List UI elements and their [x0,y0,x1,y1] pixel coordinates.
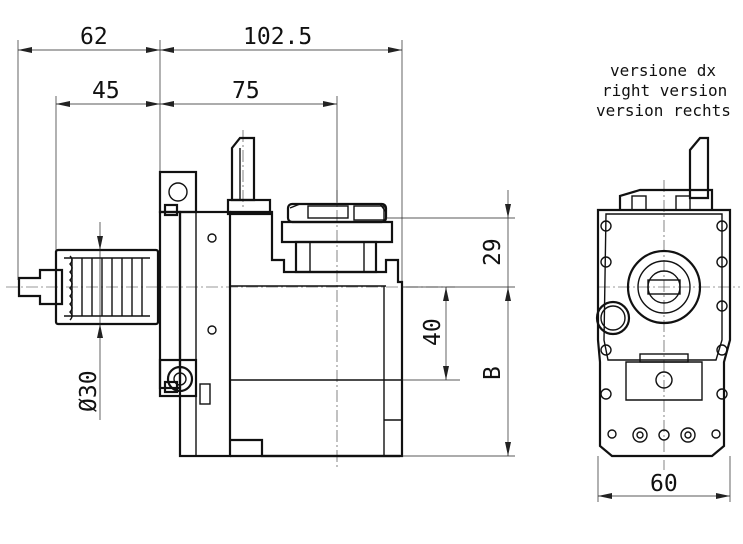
knurl-ribs [71,258,143,316]
dim-29: 29 [480,238,506,266]
dim-102-5: 102.5 [243,24,312,50]
dim-62: 62 [80,24,108,50]
dim-60: 60 [650,471,678,497]
version-label-en: right version [602,81,727,100]
dim-45: 45 [92,78,120,104]
dim-75: 75 [232,78,260,104]
dim-diameter-30: Ø30 [76,370,102,412]
dim-40: 40 [420,318,446,346]
dim-b: B [480,366,506,380]
version-label-de: version rechts [596,101,731,120]
side-view: 62 102.5 45 75 29 40 B Ø30 [6,24,515,470]
version-label-it: versione dx [610,61,716,80]
front-view: versione dx right version version rechts [595,61,740,502]
